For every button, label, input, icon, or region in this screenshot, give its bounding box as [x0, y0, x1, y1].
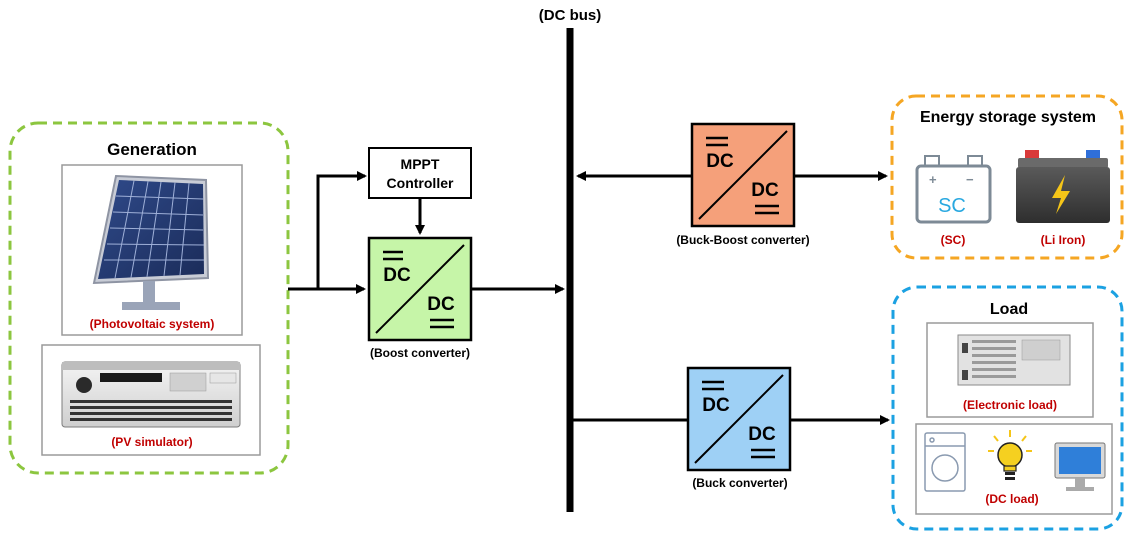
buck-converter-block — [686, 366, 792, 472]
boost-converter-label: (Boost converter) — [370, 346, 470, 360]
electronic-load-label: (Electronic load) — [963, 398, 1057, 412]
sc-label: (SC) — [941, 233, 966, 247]
pv-simulator-icon — [61, 361, 241, 428]
svg-text:+: + — [929, 172, 937, 187]
buckboost-dc-out: DC — [751, 180, 779, 201]
mppt-controller-box — [368, 147, 472, 199]
energy-storage-title: Energy storage system — [920, 109, 1096, 126]
lithium-battery-icon — [1016, 150, 1110, 223]
supercapacitor-icon: + − — [915, 155, 992, 224]
load-title: Load — [990, 301, 1028, 318]
boost-dc-in: DC — [383, 265, 411, 286]
buck-boost-converter-block — [690, 122, 796, 228]
buck-dc-out: DC — [748, 424, 776, 445]
generation-title: Generation — [107, 140, 197, 159]
buck-converter-label: (Buck converter) — [692, 476, 787, 490]
mppt-line2: Controller — [387, 175, 454, 191]
svg-text:−: − — [966, 172, 974, 187]
dc-bus-label: (DC bus) — [539, 7, 602, 24]
light-bulb-icon — [988, 430, 1032, 480]
energy-storage-group — [890, 94, 1124, 260]
supercapacitor-text: SC — [938, 195, 966, 217]
electronic-load-icon — [957, 334, 1071, 386]
solar-panel-icon — [92, 174, 210, 310]
pv-simulator-label: (PV simulator) — [111, 435, 192, 449]
generation-wires — [288, 171, 367, 294]
computer-monitor-icon — [1054, 442, 1106, 491]
generation-group — [8, 121, 290, 475]
mppt-line1: MPPT — [401, 156, 440, 172]
buck-boost-converter-label: (Buck-Boost converter) — [676, 233, 809, 247]
boost-dc-out: DC — [427, 294, 455, 315]
buckboost-dc-in: DC — [706, 151, 734, 172]
buck-dc-in: DC — [702, 395, 730, 416]
dc-load-label: (DC load) — [985, 492, 1038, 506]
load-group — [891, 285, 1124, 531]
boost-converter-block — [367, 236, 473, 342]
pv-system-label: (Photovoltaic system) — [90, 317, 215, 331]
li-iron-label: (Li Iron) — [1041, 233, 1086, 247]
washing-machine-icon — [924, 432, 966, 492]
